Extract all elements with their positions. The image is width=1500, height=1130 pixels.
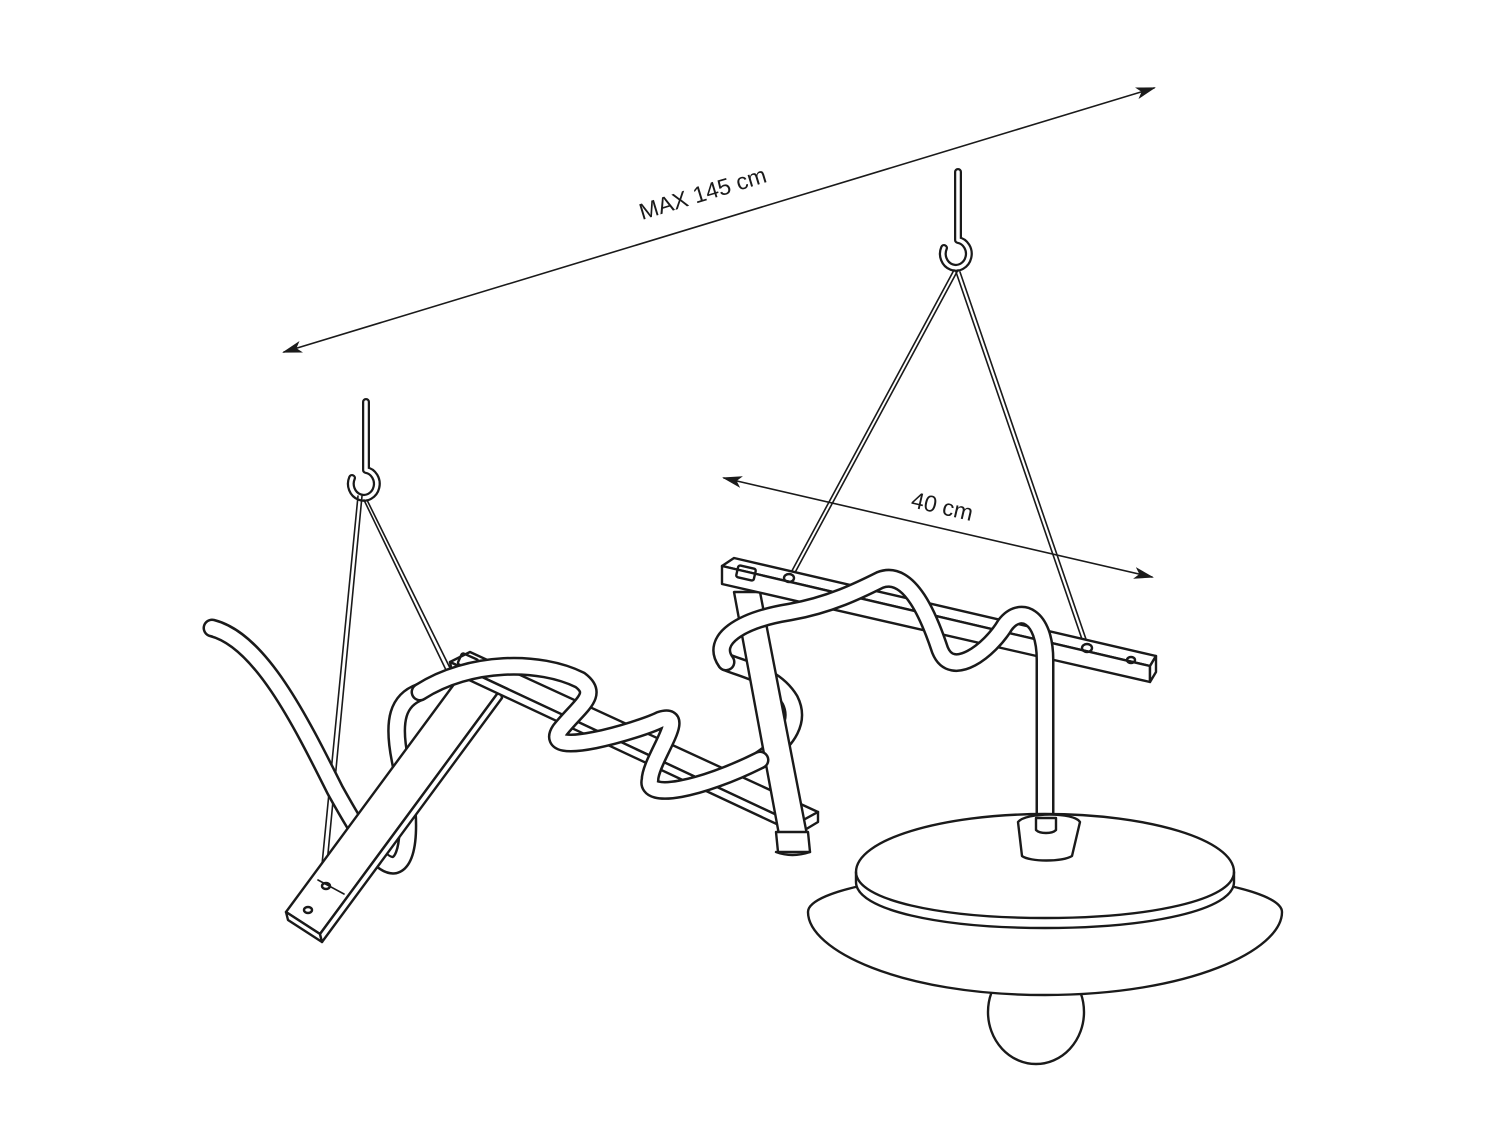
bar-width-arrow <box>722 476 1154 579</box>
lower-left-arm-bar <box>284 666 504 944</box>
right-suspension-wires <box>786 269 1090 649</box>
lamp-shade <box>806 812 1284 1066</box>
bar-width-dimension: 40 cm <box>722 476 1154 579</box>
left-ceiling-hook-icon <box>346 398 381 502</box>
overall-length-arrow <box>282 87 1156 353</box>
left-suspension-wires <box>319 495 451 886</box>
overall-length-dimension: MAX 145 cm <box>282 87 1156 353</box>
power-cable-front <box>410 568 1055 830</box>
bar-width-label: 40 cm <box>909 487 976 526</box>
overall-length-label: MAX 145 cm <box>636 162 770 225</box>
right-ceiling-hook-icon <box>938 168 973 272</box>
